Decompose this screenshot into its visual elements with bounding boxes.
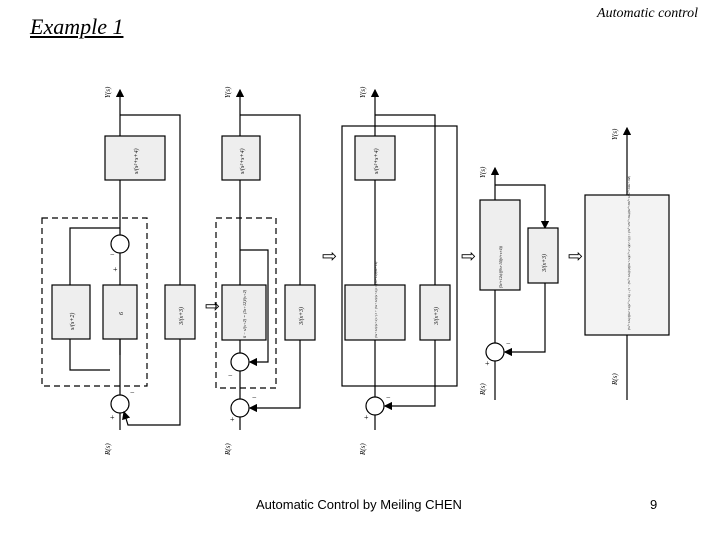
block-closed [344,284,406,341]
sign-minus: − [252,393,257,402]
sign-plus: + [110,413,115,422]
input-label: R(s) [224,443,232,456]
output-label: Y(s) [359,86,367,98]
input-label: R(s) [104,443,112,456]
block-g1 [221,135,261,181]
output-label: Y(s) [479,166,487,178]
block-fwd [221,284,267,341]
block-g1 [104,135,166,181]
summing-junction [365,396,385,416]
tf-fwd: 6 − s/(s+2) = (5s+12)/(s+2) [242,289,247,338]
slide-title: Example 1 [30,14,124,39]
transform-arrow: ⇨ [205,296,220,316]
sign-minus: − [110,250,115,259]
tf-g2: s/(s+2) [69,313,76,330]
input-label: R(s) [359,443,367,456]
tf-h1: 3/(s+3) [541,254,548,273]
sign-plus: + [485,359,490,368]
block-final [584,194,670,336]
sign-minus: − [506,339,511,348]
tf-h1: 3/(s+3) [178,307,185,326]
transform-arrow: ⇨ [322,246,337,266]
block-h1 [419,284,451,341]
output-label: Y(s) [104,86,112,98]
block-h1 [527,227,559,284]
sign-plus: + [113,265,118,274]
tf-g1: s/(s²+s+4) [133,148,140,174]
input-label: R(s) [611,373,619,386]
output-label: Y(s) [611,128,619,140]
sign-minus: − [386,393,391,402]
dashed-subsystem [41,217,148,387]
block-g1 [354,135,396,181]
slide-subtitle: Automatic control [597,6,698,21]
dashed-subsystem [215,217,277,389]
block-g2 [51,284,91,340]
page-number: 9 [650,497,658,512]
tf-h1: 3/(s+3) [433,307,440,326]
sign-minus: − [130,388,135,397]
panel-4 [479,166,559,400]
panel-2 [215,88,316,430]
tf-g1: s/(s²+s+4) [239,148,246,174]
tf-series: (5s²+12s)/((6s+14)(s²+s+4)) [499,245,503,288]
summing-junction [110,234,130,254]
block-g3 [102,284,138,340]
panel-1 [41,88,196,430]
panel-3 [341,88,458,430]
tf-h1: 3/(s+3) [298,307,305,326]
tf-final: (5s²+12s)/((6s+14)(s²+s+4)) ÷ [1 − (5s²+… [627,176,631,330]
block-h1 [164,284,196,340]
tf-closed: (5s+12)/(s+2) / (1 + (5s+12)/(s+2)) = (5… [374,261,378,338]
summing-junction [230,352,250,372]
sign-minus: − [228,371,233,380]
block-series [479,199,521,291]
output-label: Y(s) [224,86,232,98]
summing-junction [110,394,130,414]
sign-plus: + [364,413,369,422]
panel-5 [584,126,670,400]
input-label: R(s) [479,383,487,396]
footer-credit: Automatic Control by Meiling CHEN [256,497,462,512]
transform-arrow: ⇨ [568,246,583,266]
transform-arrow: ⇨ [461,246,476,266]
tf-g1: s/(s²+s+4) [373,148,380,174]
solid-subsystem [341,125,458,387]
tf-g3: 6 [119,312,125,315]
sign-plus: + [230,415,235,424]
